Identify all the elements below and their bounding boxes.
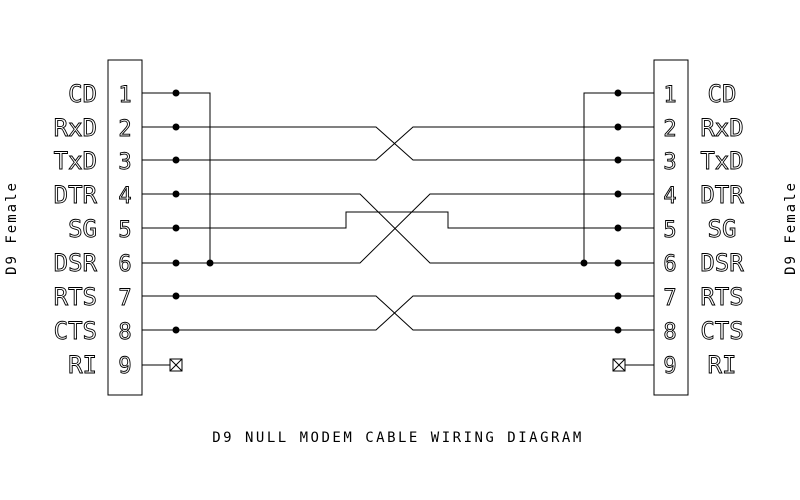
left-pin-number: 8	[118, 320, 131, 345]
right-signal-label: RTS	[700, 283, 743, 311]
right-signal-label: CTS	[700, 317, 743, 345]
right-signal-labels: CD RxD TxD DTR SG DSR RTS CTS RI	[700, 80, 745, 380]
junction-dots	[172, 89, 622, 334]
left-pin-number: 2	[118, 117, 131, 142]
left-pin-number: 3	[118, 150, 131, 175]
junction-dot	[172, 156, 180, 164]
wire-l8-r7	[142, 295, 654, 331]
junction-dot	[172, 123, 180, 131]
junction-dot	[614, 292, 622, 300]
right-connector-label: D9 Female	[783, 181, 799, 275]
junction-dot	[614, 123, 622, 131]
right-signal-label: DTR	[700, 181, 744, 209]
left-signal-label: RI	[68, 351, 97, 379]
left-signal-label: CD	[68, 80, 97, 108]
diagram-title: D9 NULL MODEM CABLE WIRING DIAGRAM	[212, 430, 584, 446]
junction-dot	[614, 156, 622, 164]
right-connector-body	[653, 59, 689, 396]
junction-dot	[172, 259, 180, 267]
junction-dot	[580, 259, 588, 267]
left-pin-number: 6	[118, 252, 131, 277]
junction-dot	[614, 224, 622, 232]
right-signal-label: CD	[708, 80, 737, 108]
right-pin-number: 6	[663, 252, 676, 277]
right-signal-label: DSR	[700, 249, 744, 277]
left-signal-label: SG	[68, 215, 97, 243]
junction-dot	[614, 89, 622, 97]
right-pin-numbers: 1 2 3 4 5 6 7 8 9	[663, 83, 677, 380]
junction-dot	[172, 89, 180, 97]
right-pin-number: 7	[663, 286, 676, 311]
left-signal-label: RxD	[54, 114, 97, 142]
left-pin-number: 5	[118, 218, 131, 243]
right-pin-number: 5	[663, 218, 676, 243]
left-signal-label: CTS	[54, 317, 97, 345]
left-signal-label: RTS	[54, 283, 97, 311]
wire-l2-r3	[142, 126, 654, 161]
right-signal-label: SG	[708, 215, 737, 243]
wire-l7-r8	[142, 295, 654, 331]
right-pin-number: 1	[663, 83, 676, 108]
left-signal-label: TxD	[54, 147, 97, 175]
left-signal-label: DTR	[54, 181, 98, 209]
junction-dot	[172, 224, 180, 232]
left-pin-number: 7	[118, 286, 131, 311]
left-signal-label: DSR	[54, 249, 98, 277]
wires	[142, 92, 654, 366]
left-pin9-nc-icon	[169, 358, 183, 372]
junction-dot	[614, 190, 622, 198]
right-signal-label: RxD	[700, 114, 743, 142]
wire-l6-r4	[176, 193, 654, 264]
wire-l5-r5	[142, 211, 654, 229]
junction-dot	[172, 190, 180, 198]
junction-dot	[614, 326, 622, 334]
right-pin-number: 8	[663, 320, 676, 345]
right-signal-label: TxD	[700, 147, 743, 175]
left-pin-number: 9	[118, 354, 131, 379]
left-signal-labels: CD RxD TxD DTR SG DSR RTS CTS RI	[53, 80, 98, 380]
wire-l3-r2	[142, 126, 654, 161]
right-signal-label: RI	[708, 351, 737, 379]
left-pin-number: 4	[118, 184, 131, 209]
right-pin9-nc-icon	[612, 358, 626, 372]
right-pin-number: 3	[663, 150, 676, 175]
right-cd-dsr-bridge-wire	[583, 92, 654, 263]
left-cd-dsr-bridge-wire	[142, 92, 211, 263]
junction-dot	[172, 326, 180, 334]
left-pin-numbers: 1 2 3 4 5 6 7 8 9	[118, 83, 132, 380]
junction-dot	[614, 259, 622, 267]
junction-dot	[172, 292, 180, 300]
right-pin-number: 2	[663, 117, 676, 142]
right-pin-number: 9	[663, 354, 676, 379]
left-connector-label: D9 Female	[4, 181, 20, 275]
left-connector-body	[107, 59, 143, 396]
junction-dot	[206, 259, 214, 267]
right-pin-number: 4	[663, 184, 676, 209]
left-pin-number: 1	[118, 83, 131, 108]
